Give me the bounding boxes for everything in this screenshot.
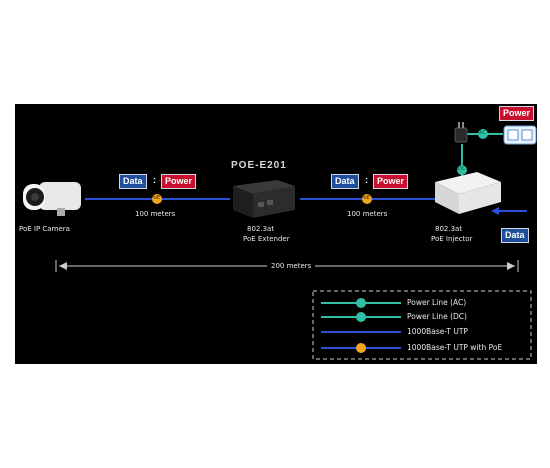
poe-injector-icon: [435, 172, 501, 214]
data-tag-injector: Data: [501, 228, 529, 243]
poe-badge-left-text: PoE: [151, 195, 161, 201]
power-tag-left: Power: [161, 174, 197, 189]
tag-separator-left: :: [153, 175, 156, 185]
distance-total: 200 meters: [267, 262, 316, 270]
data-in-arrow-icon: [491, 207, 499, 215]
bullet-camera-icon: [23, 182, 81, 216]
ac-badge-text: AC: [479, 130, 486, 136]
extender-label-line1: 802.3at: [247, 225, 275, 233]
power-adapter-icon: [454, 122, 468, 143]
injector-label-line1: 802.3at: [435, 225, 463, 233]
camera-label: PoE IP Camera: [19, 225, 70, 233]
power-outlet-icon: [503, 125, 537, 145]
diagram-canvas: [23, 122, 537, 360]
legend-label-dc: Power Line (DC): [407, 312, 467, 321]
distance-left: 100 meters: [135, 210, 176, 218]
poe-badge-right: [362, 194, 372, 204]
legend-badge-poe: [356, 343, 366, 353]
extender-label-line2: PoE Extender: [243, 235, 290, 243]
poe-extender-icon: [233, 180, 295, 218]
poe-badge-left: [152, 194, 162, 204]
data-tag-right: Data: [331, 174, 359, 189]
product-title: POE-E201: [231, 160, 287, 171]
power-tag-outlet: Power: [499, 106, 535, 121]
network-diagram: PoE PoE AC DC POE-E201 Data : Power Data…: [15, 104, 537, 364]
data-tag-left: Data: [119, 174, 147, 189]
poe-badge-right-text: PoE: [361, 195, 371, 201]
injector-label-line2: PoE Injector: [431, 235, 473, 243]
legend-label-utp-poe: 1000Base-T UTP with PoE: [407, 343, 503, 352]
tag-separator-right: :: [365, 175, 368, 185]
power-tag-right: Power: [373, 174, 409, 189]
distance-right: 100 meters: [347, 210, 388, 218]
legend-badge-dc: [356, 312, 366, 322]
legend-label-ac: Power Line (AC): [407, 298, 467, 307]
legend-badge-ac: [356, 298, 366, 308]
dc-badge: [457, 165, 467, 175]
ac-badge: [478, 129, 488, 139]
legend-box: [312, 290, 532, 360]
distance-arrow-left-icon: [59, 262, 67, 270]
distance-arrow-right-icon: [507, 262, 515, 270]
legend-label-utp: 1000Base-T UTP: [407, 327, 468, 336]
dc-badge-text: DC: [458, 166, 466, 172]
